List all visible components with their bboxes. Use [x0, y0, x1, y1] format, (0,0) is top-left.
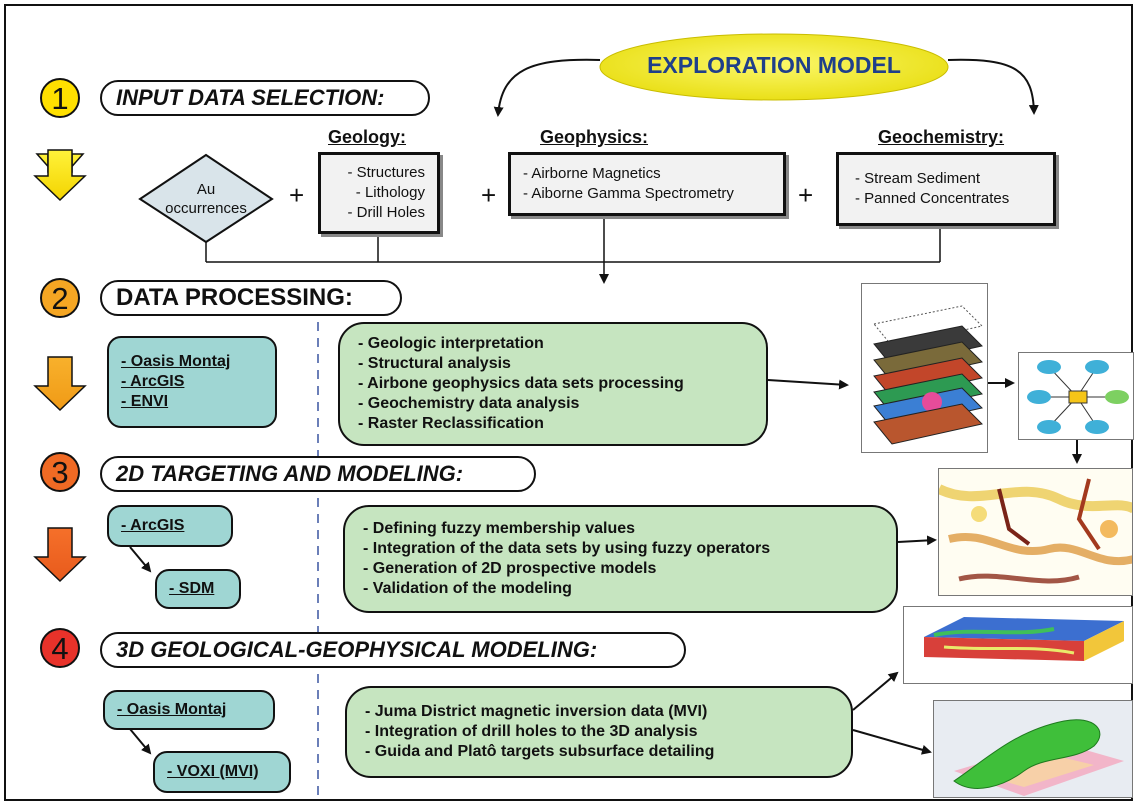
- step1-title: INPUT DATA SELECTION:: [100, 80, 430, 116]
- processing-arrow: [767, 379, 849, 390]
- tool-oasis-montaj-box: - Oasis Montaj: [103, 690, 275, 730]
- task-item: - Juma District magnetic inversion data …: [365, 703, 708, 720]
- step1-number-circle: 1: [40, 78, 80, 118]
- geology-box: - Structures - Lithology - Drill Holes: [318, 152, 440, 234]
- geochemistry-header: Geochemistry:: [878, 127, 1005, 147]
- geology-header: Geology:: [328, 127, 407, 147]
- model-diagram-image: [1018, 352, 1134, 440]
- tool-arcgis-box: - ArcGIS: [107, 505, 233, 547]
- step2-title: DATA PROCESSING:: [100, 280, 402, 316]
- geology-item: - Lithology: [355, 184, 425, 201]
- tool-sdm: - SDM: [169, 580, 215, 597]
- tool-oasis-montaj: - Oasis Montaj: [117, 701, 227, 718]
- geochemistry-item: - Panned Concentrates: [855, 190, 1010, 207]
- task-item: - Raster Reclassification: [358, 415, 544, 432]
- step3-down-arrow: [33, 527, 87, 583]
- plus-sign: +: [481, 180, 497, 210]
- targeting-tasks-box: - Defining fuzzy membership values - Int…: [343, 505, 898, 613]
- processing-tools-box: - Oasis Montaj - ArcGIS - ENVI: [107, 336, 277, 428]
- geophysics-item: - Airborne Magnetics: [523, 165, 661, 182]
- mvi-arrow-up: [852, 671, 899, 711]
- processing-tasks-box: - Geologic interpretation - Structural a…: [338, 322, 768, 446]
- step2-down-arrow: [33, 356, 87, 412]
- prospectivity-map-image: [938, 468, 1133, 596]
- 3d-block-image: [903, 606, 1133, 684]
- task-item: - Defining fuzzy membership values: [363, 520, 636, 537]
- geochemistry-box: - Stream Sediment - Panned Concentrates: [836, 152, 1056, 226]
- geology-item: - Structures: [347, 164, 425, 181]
- task-item: - Structural analysis: [358, 355, 511, 372]
- tool-envi: - ENVI: [121, 393, 169, 410]
- step3-title: 2D TARGETING AND MODELING:: [100, 456, 536, 492]
- task-item: - Generation of 2D prospective models: [363, 560, 657, 577]
- mvi-arrow-down: [852, 729, 932, 755]
- arcgis-to-sdm-arrow: [129, 546, 152, 573]
- exploration-model-label: EXPLORATION MODEL: [647, 52, 901, 78]
- geochemistry-item: - Stream Sediment: [855, 170, 981, 187]
- tool-voxi: - VOXI (MVI): [167, 763, 259, 780]
- au-occurrences-label: Au occurrences: [165, 181, 247, 217]
- tool-arcgis: - ArcGIS: [121, 517, 185, 534]
- modeling3d-tasks-box: - Juma District magnetic inversion data …: [345, 686, 853, 778]
- model-arrow-left: [493, 58, 601, 117]
- model-arrow-right: [947, 58, 1039, 115]
- step2-number-circle: 2: [40, 278, 80, 318]
- task-item: - Integration of drill holes to the 3D a…: [365, 723, 698, 740]
- task-item: - Geochemistry data analysis: [358, 395, 580, 412]
- step4-title: 3D GEOLOGICAL-GEOPHYSICAL MODELING:: [100, 632, 686, 668]
- targeting-arrow: [897, 535, 937, 546]
- step4-number-circle: 4: [40, 628, 80, 668]
- task-item: - Integration of the data sets by using …: [363, 540, 771, 557]
- tool-voxi-box: - VOXI (MVI): [153, 751, 291, 793]
- task-item: - Guida and Platô targets subsurface det…: [365, 743, 715, 760]
- oasis-to-voxi-arrow: [129, 728, 152, 755]
- geology-item: - Drill Holes: [347, 204, 425, 221]
- tool-arcgis: - ArcGIS: [121, 373, 185, 390]
- geophysics-item: - Aiborne Gamma Spectrometry: [523, 185, 734, 202]
- exploration-model-ellipse: [599, 33, 949, 101]
- task-item: - Geologic interpretation: [358, 335, 544, 352]
- 3d-target-image: [933, 700, 1133, 798]
- plus-sign: +: [798, 180, 814, 210]
- tool-sdm-box: - SDM: [155, 569, 241, 609]
- plus-sign: +: [289, 180, 305, 210]
- step3-number-circle: 3: [40, 452, 80, 492]
- tool-oasis-montaj: - Oasis Montaj: [121, 353, 231, 370]
- geophysics-box: - Airborne Magnetics - Aiborne Gamma Spe…: [508, 152, 786, 216]
- layer-stack-image: [861, 283, 988, 453]
- task-item: - Airbone geophysics data sets processin…: [358, 375, 684, 392]
- task-item: - Validation of the modeling: [363, 580, 572, 597]
- geophysics-header: Geophysics:: [540, 127, 649, 147]
